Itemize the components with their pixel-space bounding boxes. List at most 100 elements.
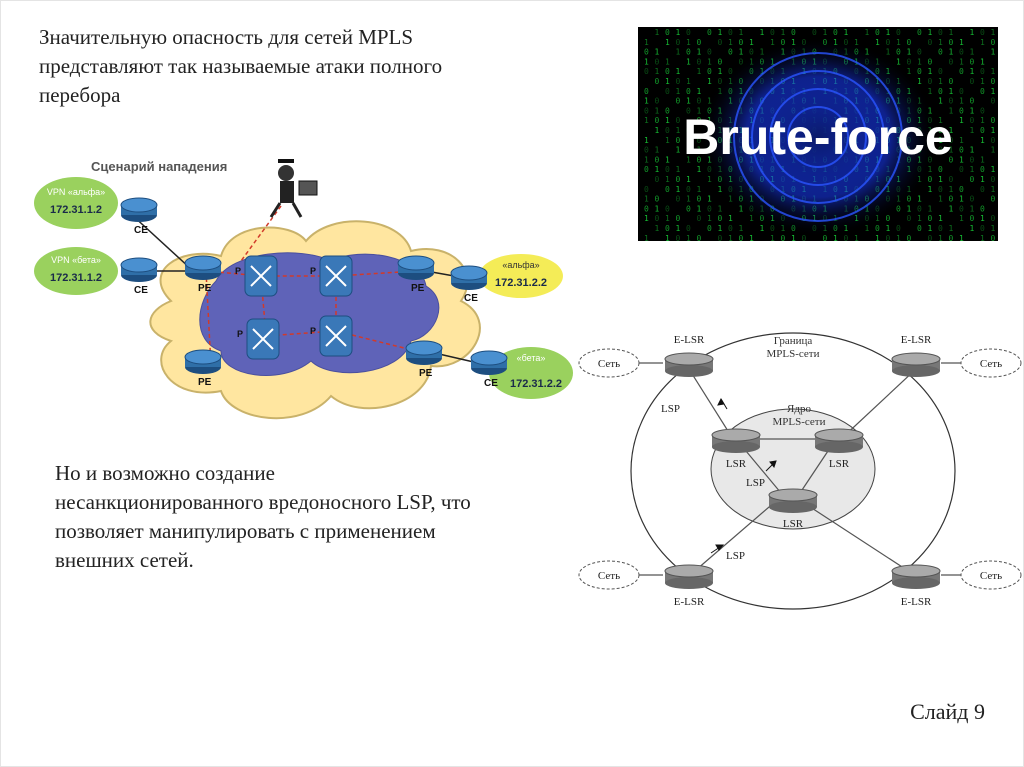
matrix-glyph: 1: [938, 97, 943, 106]
matrix-glyph: 1: [865, 224, 870, 233]
matrix-glyph: 1: [739, 28, 744, 37]
matrix-glyph: 0: [886, 234, 891, 241]
matrix-glyph: 0: [718, 234, 723, 241]
site-ip: 172.31.1.2: [50, 272, 102, 284]
matrix-glyph: 1: [970, 165, 975, 174]
matrix-glyph: 1: [991, 224, 996, 233]
matrix-glyph: 0: [949, 97, 954, 106]
matrix-glyph: 0: [823, 234, 828, 241]
edge-lsr: E-LSR: [664, 334, 714, 377]
matrix-glyph: 0: [959, 185, 964, 194]
matrix-glyph: 0: [896, 224, 901, 233]
matrix-glyph: 0: [655, 175, 660, 184]
matrix-glyph: 0: [728, 28, 733, 37]
site-alpha-right: «альфа» 172.31.2.2: [479, 254, 563, 298]
matrix-glyph: 1: [970, 28, 975, 37]
edge-lsr: E-LSR: [891, 334, 941, 377]
matrix-glyph: 1: [959, 57, 964, 66]
matrix-glyph: 1: [991, 87, 996, 96]
matrix-glyph: 0: [686, 28, 691, 37]
matrix-glyph: 1: [749, 234, 754, 241]
mpls-boundary: [630, 332, 956, 610]
external-network: Сеть: [578, 348, 640, 378]
matrix-glyph: 1: [655, 224, 660, 233]
external-network: Сеть: [960, 348, 1022, 378]
matrix-glyph: 0: [749, 48, 754, 57]
matrix-glyph: 0: [980, 165, 985, 174]
matrix-glyph: 0: [938, 165, 943, 174]
matrix-glyph: 1: [980, 155, 985, 164]
pe-router: PE: [184, 255, 222, 294]
matrix-glyph: 0: [938, 28, 943, 37]
core-lsr: LSR: [814, 428, 864, 470]
matrix-glyph: 1: [938, 175, 943, 184]
matrix-glyph: 1: [949, 185, 954, 194]
matrix-glyph: 1: [655, 67, 660, 76]
matrix-glyph: 0: [938, 224, 943, 233]
matrix-glyph: 1: [644, 234, 649, 241]
matrix-glyph: 1: [980, 38, 985, 47]
matrix-glyph: 1: [938, 214, 943, 223]
matrix-glyph: 1: [980, 214, 985, 223]
matrix-glyph: 1: [896, 57, 901, 66]
matrix-glyph: 1: [907, 67, 912, 76]
matrix-glyph: 1: [907, 204, 912, 213]
site-ip: 172.31.2.2: [510, 378, 562, 390]
matrix-glyph: 1: [959, 97, 964, 106]
site-vpn-alpha-left: VPN «альфа» 172.31.1.2: [34, 177, 118, 229]
matrix-glyph: 1: [928, 28, 933, 37]
matrix-glyph: 0: [959, 146, 964, 155]
matrix-glyph: 0: [928, 57, 933, 66]
matrix-glyph: 1: [665, 175, 670, 184]
core-label-2: MPLS-сети: [773, 416, 826, 428]
matrix-glyph: 0: [949, 175, 954, 184]
matrix-glyph: 1: [655, 165, 660, 174]
matrix-glyph: 0: [938, 87, 943, 96]
matrix-glyph: 1: [991, 48, 996, 57]
matrix-glyph: 1: [718, 204, 723, 213]
matrix-glyph: 0: [917, 28, 922, 37]
matrix-glyph: 0: [676, 116, 681, 125]
matrix-glyph: 0: [728, 48, 733, 57]
matrix-glyph: 1: [697, 48, 702, 57]
matrix-glyph: 0: [991, 77, 996, 86]
network-label: Сеть: [980, 570, 1002, 582]
matrix-glyph: 1: [980, 57, 985, 66]
matrix-glyph: 1: [970, 146, 975, 155]
matrix-glyph: 0: [644, 146, 649, 155]
lsp-label-bottom: LSP: [726, 550, 745, 562]
matrix-glyph: 1: [676, 48, 681, 57]
external-network: Сеть: [578, 560, 640, 590]
brute-force-label: Brute-force: [683, 109, 952, 165]
matrix-glyph: 0: [697, 155, 702, 164]
matrix-glyph: 1: [697, 165, 702, 174]
matrix-glyph: 0: [665, 126, 670, 135]
matrix-glyph: 0: [676, 214, 681, 223]
matrix-glyph: 0: [676, 38, 681, 47]
matrix-glyph: 1: [886, 224, 891, 233]
matrix-glyph: 1: [928, 224, 933, 233]
matrix-glyph: 1: [991, 146, 996, 155]
router-label: PE: [419, 368, 433, 379]
matrix-glyph: 1: [707, 214, 712, 223]
core-lsr: LSR: [768, 488, 818, 530]
matrix-glyph: 1: [770, 38, 775, 47]
matrix-glyph: 1: [655, 48, 660, 57]
matrix-glyph: 1: [949, 28, 954, 37]
router-label: PE: [198, 283, 212, 294]
edge-lsr: E-LSR: [891, 564, 941, 608]
matrix-glyph: 0: [644, 87, 649, 96]
router-label: CE: [134, 285, 148, 296]
ce-router: CE: [470, 350, 508, 389]
matrix-glyph: 1: [886, 48, 891, 57]
matrix-glyph: 0: [665, 28, 670, 37]
matrix-glyph: 0: [886, 214, 891, 223]
malicious-lsp-text: Но и возможно создание несанкционированн…: [55, 459, 575, 575]
matrix-glyph: 0: [991, 116, 996, 125]
site-vpn-label: «альфа»: [502, 260, 539, 270]
matrix-glyph: 1: [980, 136, 985, 145]
matrix-glyph: 0: [697, 97, 702, 106]
matrix-glyph: 1: [728, 214, 733, 223]
